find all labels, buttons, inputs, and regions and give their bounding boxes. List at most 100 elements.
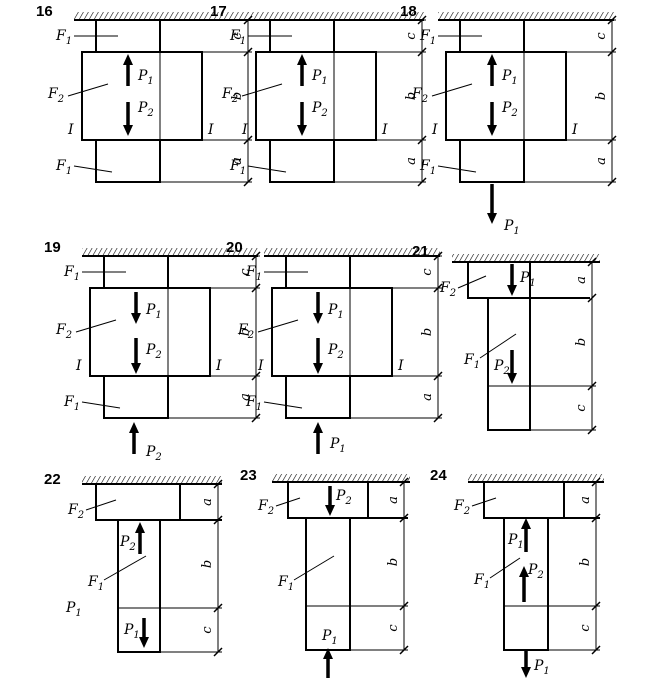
bottom-force-arrow (521, 667, 531, 678)
bottom-force-arrow (129, 422, 139, 433)
p-mid-label: P2 (527, 562, 544, 581)
dimension-tick (213, 647, 223, 657)
f2-label: F2 (439, 280, 456, 299)
leader-line (247, 165, 287, 173)
dimension-tick (607, 177, 617, 187)
dimension-tick (251, 413, 261, 423)
dimension-tick (417, 177, 427, 187)
middle-wide-segment (255, 51, 377, 141)
fixed-support-hatch (264, 248, 440, 256)
p-down-label: P2 (137, 100, 154, 119)
dimension-tick (417, 47, 427, 57)
f1-bottom-label: F1 (419, 158, 436, 177)
leader-line (431, 83, 473, 97)
leader-line (73, 165, 113, 173)
dim-bottom: a (420, 393, 435, 401)
f2-label: F2 (47, 86, 64, 105)
p-top-label: P2 (335, 488, 352, 507)
force-down-arrow (123, 125, 133, 136)
dim-top: a (578, 496, 593, 504)
dimension-tick (251, 251, 261, 261)
top-wide-segment (287, 481, 369, 519)
dim-bottom: c (574, 404, 589, 412)
dim-bottom: a (238, 393, 253, 401)
f1-top-label: F1 (245, 264, 262, 283)
dimension-tick (607, 47, 617, 57)
f1-bottom-label: F1 (63, 394, 80, 413)
leader-line (81, 401, 121, 409)
f1-top-label: F1 (55, 28, 72, 47)
down-force-arrow (139, 637, 149, 648)
p-bottom-label: P1 (329, 436, 346, 455)
dimension-tick (213, 479, 223, 489)
leader-line (479, 333, 517, 359)
section-label-right: I (207, 122, 214, 138)
leader-line (85, 499, 117, 511)
problem-number: 21 (412, 243, 429, 260)
problem-number: 17 (210, 3, 227, 20)
fixed-support-hatch (468, 474, 604, 482)
problem-number: 23 (240, 467, 257, 484)
section-label-right: I (571, 122, 578, 138)
bottom-narrow-segment (459, 139, 525, 183)
dimension-tick (251, 371, 261, 381)
leader-line (241, 83, 283, 97)
p-up-label: P2 (119, 534, 136, 553)
force-down-arrow-upper (131, 313, 141, 324)
leader-line (471, 497, 497, 507)
dimension-tick (399, 645, 409, 655)
p-bottom-label: P1 (321, 628, 338, 647)
section-label-right: I (381, 122, 388, 138)
dimension-tick (433, 251, 443, 261)
dimension-tick (213, 603, 223, 613)
leader-line (457, 275, 487, 289)
problem-number: 18 (400, 3, 417, 20)
dim-middle: b (404, 92, 419, 100)
bottom-narrow-segment (103, 375, 169, 419)
dimension-tick (243, 177, 253, 187)
f1-label: F1 (463, 352, 480, 371)
force-down-arrow-lower (131, 363, 141, 374)
dim-top: c (230, 32, 245, 40)
f1-top-label: F1 (63, 264, 80, 283)
leader-line (75, 319, 117, 333)
p-up-label: P1 (311, 68, 328, 87)
p-upper-label: P1 (327, 302, 344, 321)
dim-bottom: c (200, 626, 215, 634)
p-up-label: P1 (137, 68, 154, 87)
dimension-tick (591, 601, 601, 611)
dim-middle: b (386, 558, 401, 566)
dimension-tick (243, 135, 253, 145)
dimension-tick (587, 257, 597, 267)
dimension-tick (591, 645, 601, 655)
dimension-tick (591, 513, 601, 523)
f1-label: F1 (277, 574, 294, 593)
section-label-left: I (67, 122, 74, 138)
dimension-tick (399, 477, 409, 487)
p-bottom-label: P2 (145, 444, 162, 463)
bottom-narrow-segment (285, 375, 351, 419)
dim-middle: b (230, 92, 245, 100)
f1-label: F1 (473, 572, 490, 591)
dimension-tick (587, 293, 597, 303)
bottom-force-arrow (313, 422, 323, 433)
force-up-arrow (123, 54, 133, 65)
f1-label: F1 (87, 574, 104, 593)
leader-line (437, 165, 477, 173)
fixed-support-hatch (452, 254, 600, 262)
dimension-tick (399, 601, 409, 611)
dimension-tick (243, 47, 253, 57)
dim-top: c (238, 268, 253, 276)
problem-number: 16 (36, 3, 53, 20)
p-side-label: P1 (65, 600, 82, 619)
fixed-support-hatch (248, 12, 424, 20)
dim-bottom: a (594, 157, 609, 165)
fixed-support-hatch (272, 474, 410, 482)
dimension-tick (399, 513, 409, 523)
bottom-force-arrow (487, 213, 497, 224)
fixed-support-hatch (438, 12, 614, 20)
